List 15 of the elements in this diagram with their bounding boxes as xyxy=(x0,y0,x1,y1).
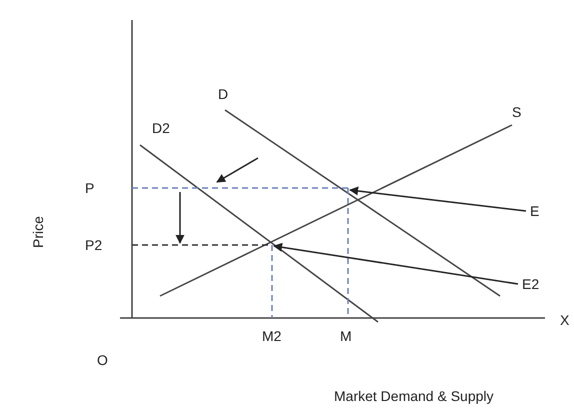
leader-line xyxy=(273,242,518,285)
leader-line xyxy=(349,186,526,212)
curve-label: D xyxy=(218,86,228,102)
axis-value: P xyxy=(85,180,94,196)
axis-value: P2 xyxy=(85,237,102,253)
curve-label: S xyxy=(512,104,522,120)
origin-label: O xyxy=(97,352,108,368)
curve-label: D2 xyxy=(152,120,170,136)
point-label: E2 xyxy=(522,276,540,292)
axis-value: M xyxy=(340,328,352,344)
axis-label: Market Demand & Supply xyxy=(334,388,494,404)
axis-label: Price xyxy=(30,216,46,248)
axis-value: M2 xyxy=(262,328,282,344)
axis-label: X xyxy=(560,312,570,328)
point-label: E xyxy=(530,203,540,219)
